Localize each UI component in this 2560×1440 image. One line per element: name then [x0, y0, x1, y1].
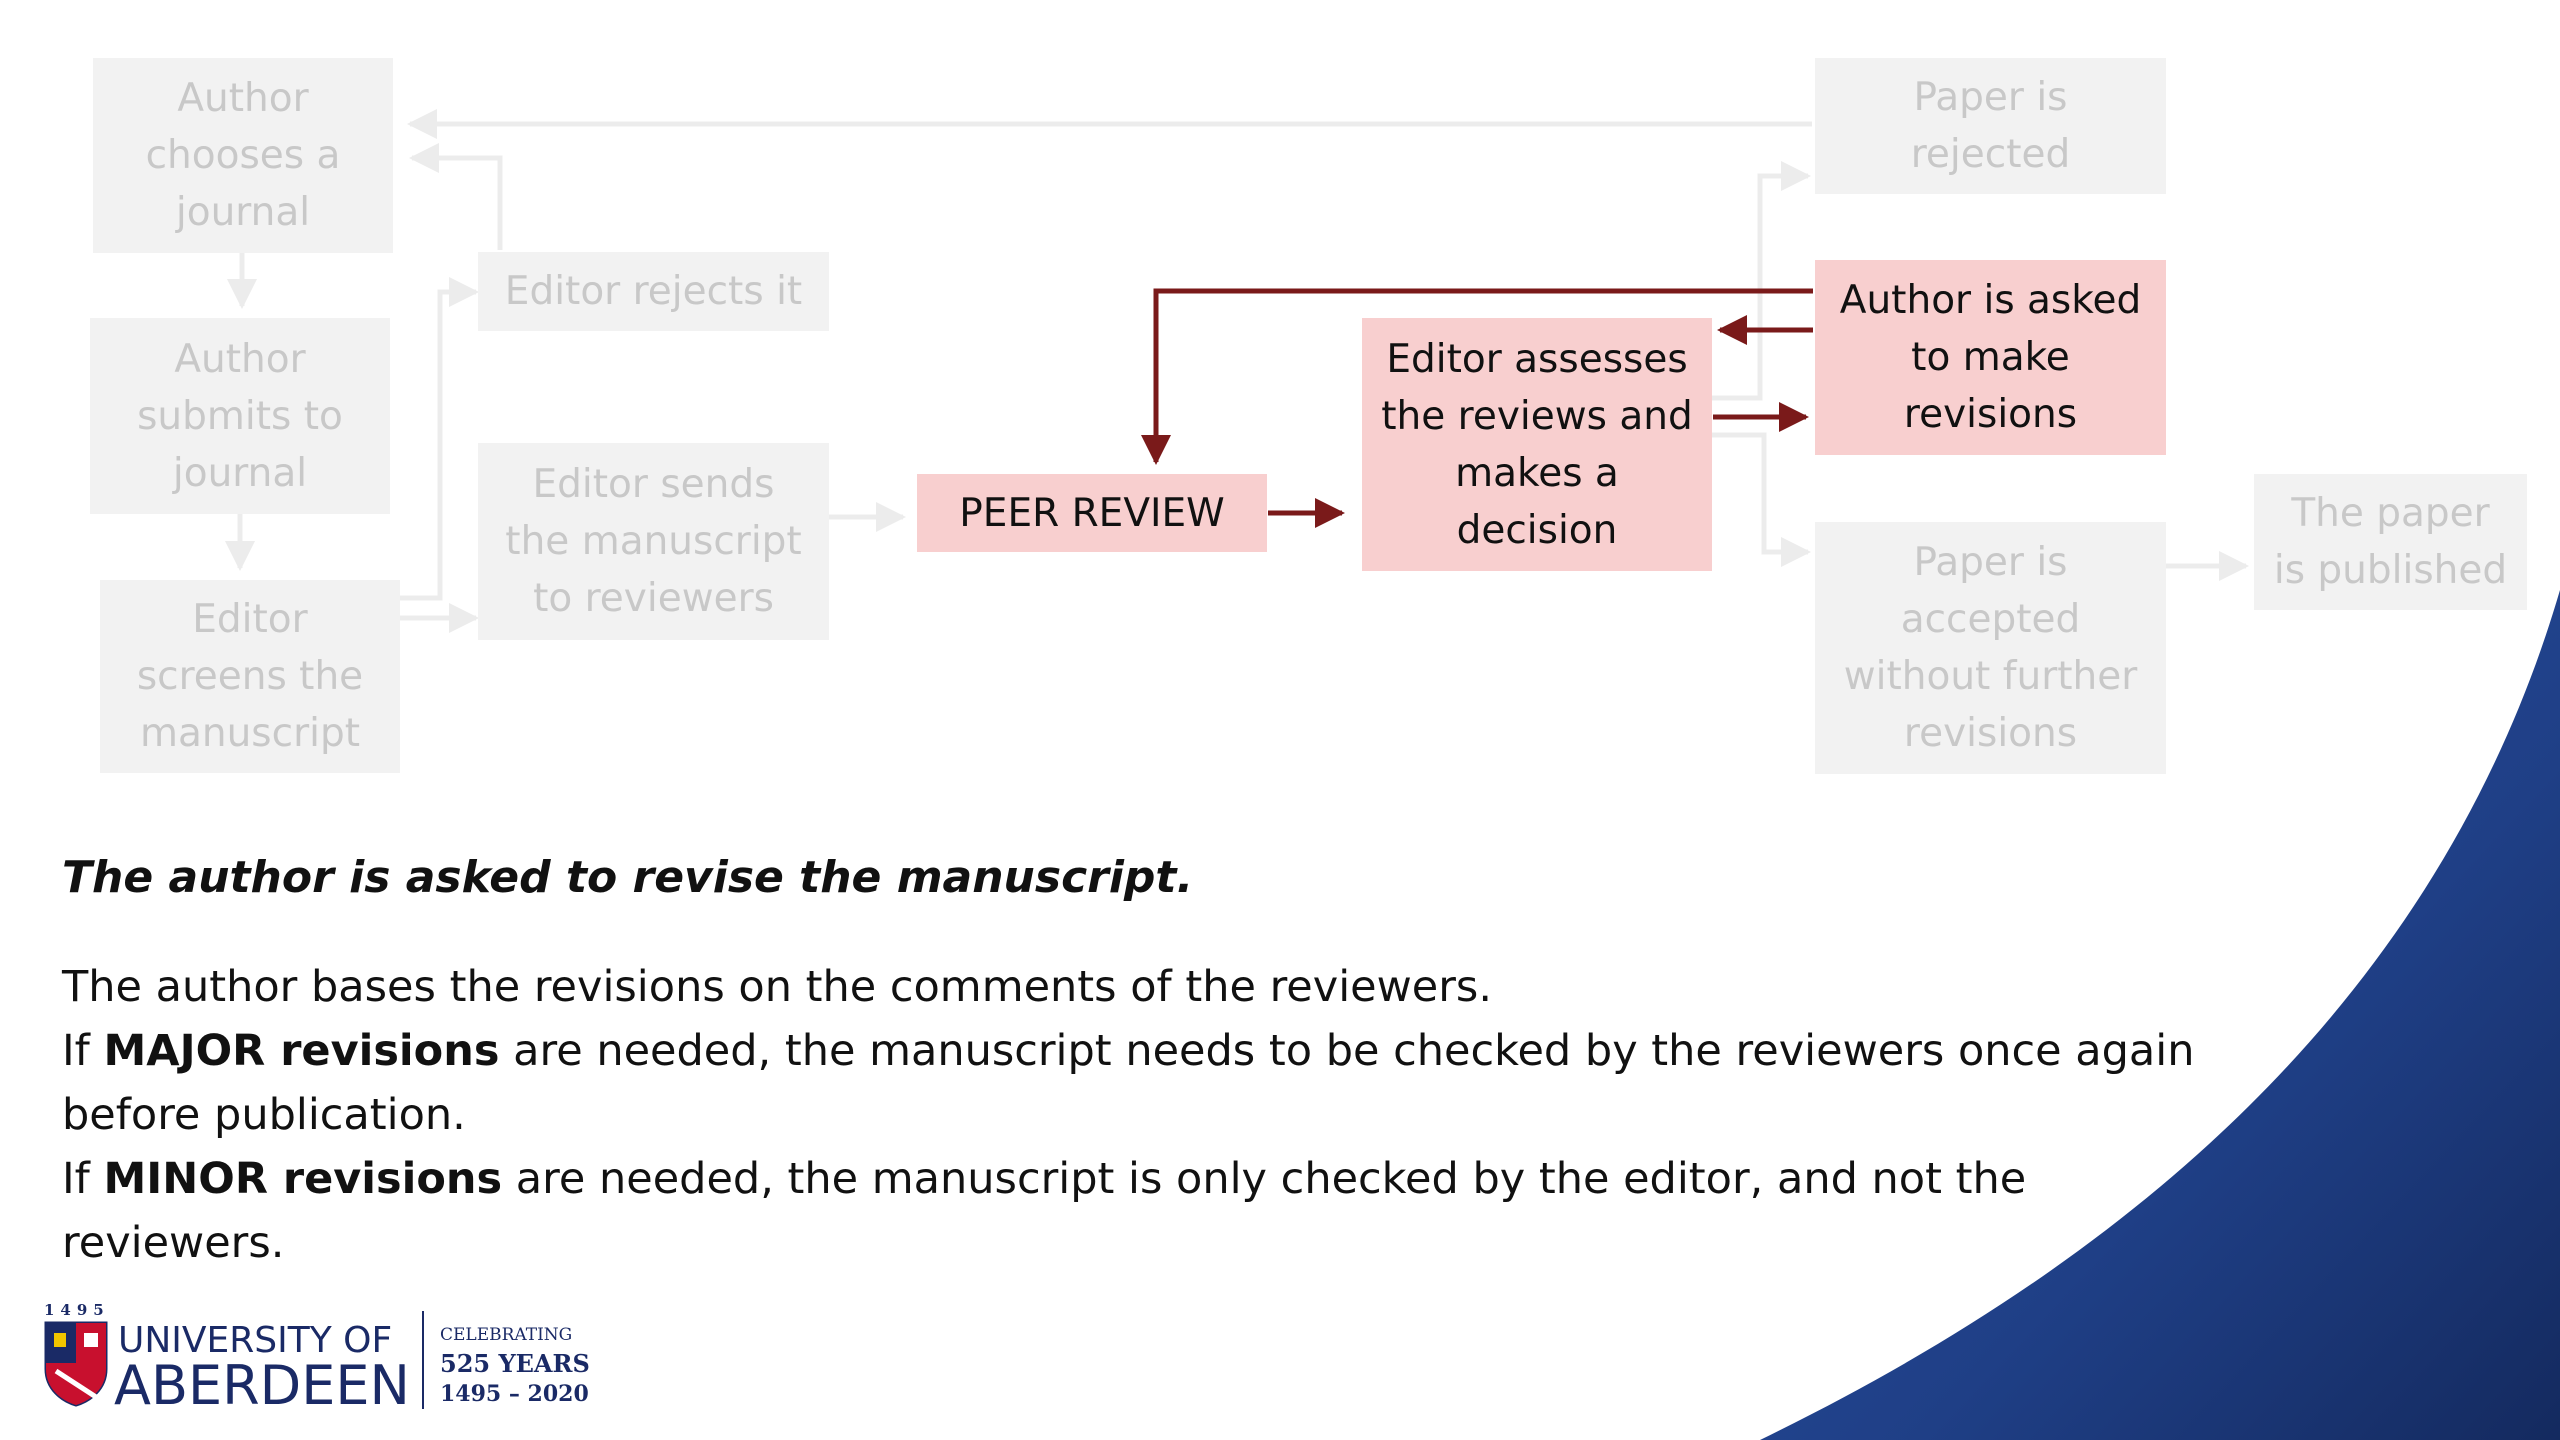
node-peer-review: PEER REVIEW — [917, 474, 1267, 552]
line2-rest: are needed, the manuscript needs to be c… — [62, 1026, 2195, 1140]
node-paper-rejected: Paper is rejected — [1815, 58, 2166, 194]
node-editor-rejects: Editor rejects it — [478, 252, 829, 331]
logo-line-1: UNIVERSITY OF — [118, 1320, 393, 1361]
slide-body: The author bases the revisions on the co… — [62, 955, 2242, 1275]
node-paper-published: The paper is published — [2254, 474, 2527, 610]
body-line-1: The author bases the revisions on the co… — [62, 962, 1492, 1012]
arrow-assesses-to-rejected — [1712, 161, 1811, 401]
node-author-revisions: Author is asked to make revisions — [1815, 260, 2166, 455]
node-editor-sends: Editor sends the manuscript to reviewers — [478, 443, 829, 640]
logo-range: 1495 – 2020 — [440, 1381, 589, 1407]
university-logo: 1495 UNIVERSITY OF ABERDEEN CELEBRATING … — [38, 1301, 638, 1417]
line3-rest: are needed, the manuscript is only check… — [62, 1154, 2027, 1268]
line3-bold: MINOR revisions — [103, 1154, 503, 1204]
logo-year: 1495 — [44, 1301, 110, 1319]
line3-prefix: If — [62, 1154, 104, 1204]
node-author-chooses: Author chooses a journal — [93, 58, 393, 253]
arrow-assesses-to-accepted — [1712, 432, 1811, 567]
logo-celebrating: CELEBRATING — [440, 1325, 573, 1345]
body-line-3: If MINOR revisions are needed, the manus… — [62, 1147, 2242, 1275]
arrow-screens-to-rejects — [400, 277, 479, 601]
body-line-2: If MAJOR revisions are needed, the manus… — [62, 1019, 2242, 1147]
node-author-submits: Author submits to journal — [90, 318, 390, 514]
node-paper-accepted: Paper is accepted without further revisi… — [1815, 522, 2166, 774]
node-editor-screens: Editor screens the manuscript — [100, 580, 400, 773]
line2-bold: MAJOR revisions — [103, 1026, 500, 1076]
line2-prefix: If — [62, 1026, 104, 1076]
crest-icon — [44, 1321, 108, 1407]
logo-line-2: ABERDEEN — [114, 1354, 410, 1417]
slide-heading: The author is asked to revise the manusc… — [62, 852, 1194, 903]
arrow-rejects-to-chooses — [409, 143, 503, 250]
arrow-revisions-to-peer — [1141, 288, 1813, 465]
node-editor-assesses: Editor assesses the reviews and makes a … — [1362, 318, 1712, 571]
logo-divider — [422, 1311, 424, 1409]
logo-years: 525 YEARS — [440, 1349, 590, 1378]
